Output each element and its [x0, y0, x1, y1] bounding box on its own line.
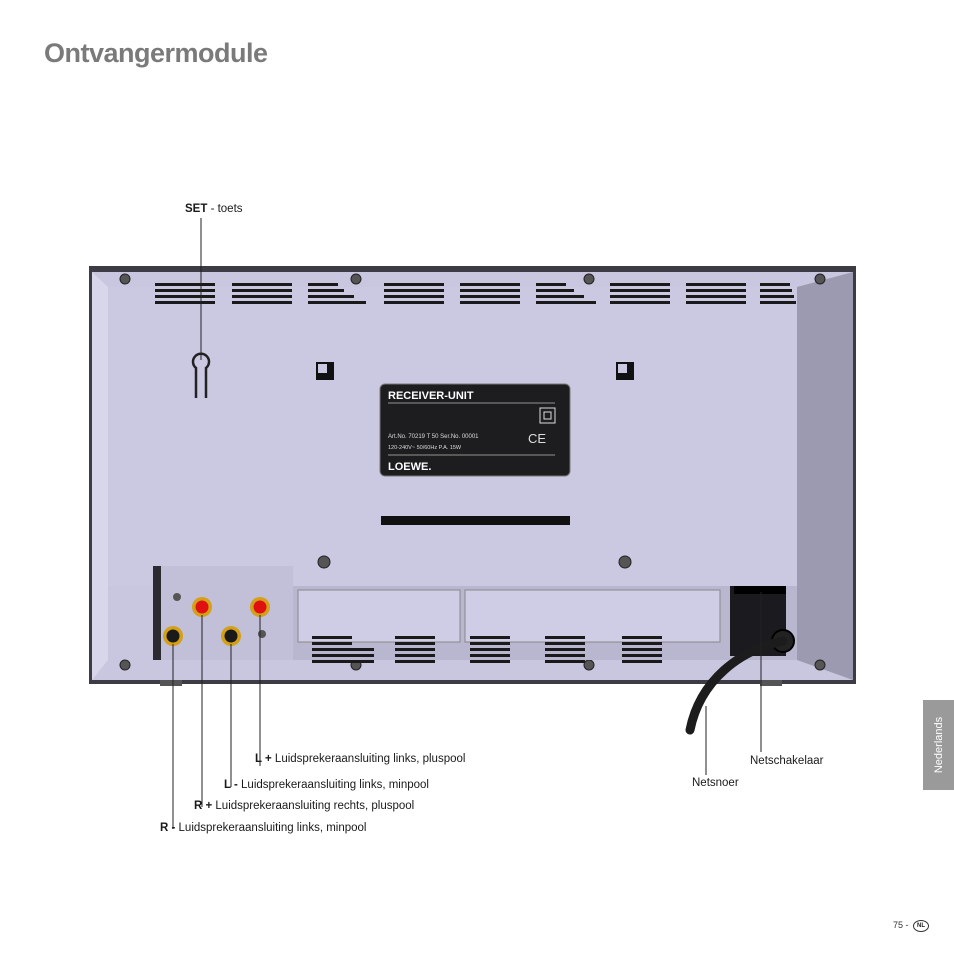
middle-vent-slot [381, 516, 570, 525]
l-plus-label-text: Luidsprekeraansluiting links, pluspool [271, 753, 466, 765]
l-minus-label-bold: L - [224, 779, 238, 791]
power-switch-label: Netschakelaar [750, 755, 824, 767]
screw-icons [119, 273, 826, 671]
double-insulation-icon [539, 407, 556, 424]
page-title: Ontvangermodule [44, 38, 268, 68]
r-minus-label-bold: R - [160, 822, 176, 834]
power-cord-label: Netsnoer [692, 777, 739, 789]
rating-plate [379, 383, 571, 477]
callout-lines [172, 218, 762, 829]
r-plus-label-bold: R + [194, 800, 213, 812]
mount-square [318, 364, 327, 373]
rating-plate-line2: 120-240V~ 50/60Hz P.A. 15W [388, 445, 462, 451]
rating-plate-line1: Art.No. 70219 T 50 Ser.No. 00001 [388, 434, 479, 440]
screw-icon [618, 555, 632, 569]
r-minus-label: R - Luidsprekeraansluiting links, minpoo… [160, 822, 366, 834]
ce-mark-icon: CE [528, 431, 546, 446]
terminal-panel-shadow [153, 566, 161, 660]
screw-icon [119, 659, 131, 671]
language-tab[interactable]: Nederlands [923, 700, 954, 790]
l-minus-label-text: Luidsprekeraansluiting links, minpool [237, 779, 429, 791]
mount-square [618, 364, 627, 373]
screw-icon [350, 273, 362, 285]
foot [760, 680, 782, 686]
device-right-side [797, 272, 853, 680]
device-left-bevel [92, 272, 108, 680]
set-key-label-bold: SET [185, 203, 208, 215]
screw-icon [814, 273, 826, 285]
r-plus-label-text: Luidsprekeraansluiting rechts, pluspool [212, 800, 415, 812]
l-plus-label: L + Luidsprekeraansluiting links, pluspo… [255, 753, 465, 765]
page-number: 75 - [893, 920, 909, 930]
screw-icon [119, 273, 131, 285]
rating-plate-title: RECEIVER-UNIT [388, 390, 474, 402]
speaker-terminals [163, 593, 270, 646]
screw-icon [583, 659, 595, 671]
language-tab-label: Nederlands [932, 716, 945, 774]
bottom-cover-left [297, 589, 461, 643]
r-plus-label: R + Luidsprekeraansluiting rechts, plusp… [194, 800, 414, 812]
power-switch-icon [734, 586, 786, 594]
bottom-cover-right [464, 589, 721, 643]
r-minus-label-text: Luidsprekeraansluiting links, minpool [175, 822, 367, 834]
bottom-vents [312, 636, 662, 663]
l-plus-label-bold: L + [255, 753, 272, 765]
foot [160, 680, 182, 686]
language-badge-icon: NL [913, 920, 929, 932]
screw-icon [814, 659, 826, 671]
power-cord-icon [685, 636, 788, 735]
set-key-label: SET - toets [185, 203, 243, 215]
screw-icon [583, 273, 595, 285]
l-minus-label: L - Luidsprekeraansluiting links, minpoo… [224, 779, 429, 791]
screw-icon [317, 555, 331, 569]
terminal-panel [153, 566, 293, 660]
rating-plate-brand: LOEWE. [388, 461, 431, 473]
top-vents [155, 283, 796, 304]
set-key-label-text: - toets [207, 203, 243, 215]
